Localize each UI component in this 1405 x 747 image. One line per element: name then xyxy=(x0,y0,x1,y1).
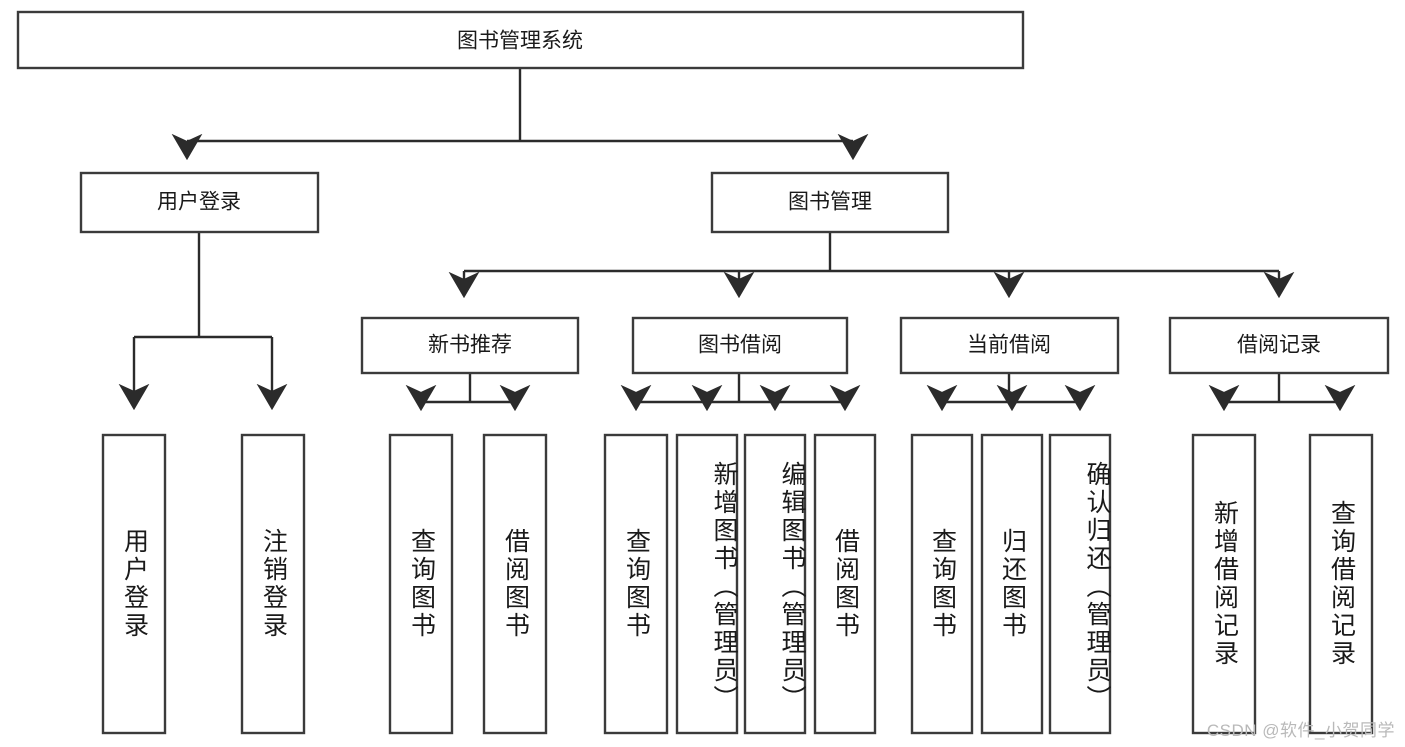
node-root-label: 图书管理系统 xyxy=(457,30,583,53)
connector-record-to-leaves xyxy=(1208,373,1356,412)
node-book-borrow-box[interactable] xyxy=(631,316,849,375)
leaf-boxes-book-borrow xyxy=(603,433,877,735)
node-book-borrow-label: 图书借阅 xyxy=(698,334,782,357)
node-new-book-recommend-label: 新书推荐 xyxy=(428,334,512,357)
leaf-boxes-user-login xyxy=(101,433,306,735)
node-root[interactable]: 图书管理系统 xyxy=(16,10,1025,70)
node-borrow-record-box[interactable] xyxy=(1168,316,1390,375)
node-root-box[interactable] xyxy=(16,10,1025,70)
node-user-login[interactable]: 用户登录 xyxy=(79,171,320,234)
connector-bookmgmt-to-level3 xyxy=(448,232,1295,299)
node-book-management-box[interactable] xyxy=(710,171,950,234)
connector-newbook-to-leaves xyxy=(405,373,531,412)
node-borrow-record[interactable]: 借阅记录 xyxy=(1168,316,1390,375)
leaf-box-logout[interactable] xyxy=(240,433,306,735)
leaf-box-query-book-cb[interactable] xyxy=(910,433,974,735)
leaf-box-borrow-book-nb[interactable] xyxy=(482,433,548,735)
node-new-book-recommend[interactable]: 新书推荐 xyxy=(360,316,580,375)
connector-borrow-to-leaves xyxy=(620,373,861,412)
leaf-boxes-borrow-record xyxy=(1191,433,1374,735)
leaf-box-edit-book-admin[interactable] xyxy=(743,433,807,735)
leaf-box-add-book-admin[interactable] xyxy=(675,433,739,735)
node-book-management-label: 图书管理 xyxy=(788,191,872,214)
connector-userlogin-to-leaves xyxy=(118,232,288,411)
node-new-book-recommend-box[interactable] xyxy=(360,316,580,375)
leaf-box-add-borrow-record[interactable] xyxy=(1191,433,1257,735)
node-current-borrow[interactable]: 当前借阅 xyxy=(899,316,1120,375)
leaf-box-borrow-book-bb[interactable] xyxy=(813,433,877,735)
leaf-box-user-login[interactable] xyxy=(101,433,167,735)
leaf-boxes-current-borrow xyxy=(910,433,1112,735)
leaf-box-confirm-return-admin[interactable] xyxy=(1048,433,1112,735)
leaf-box-query-book-nb[interactable] xyxy=(388,433,454,735)
leaf-box-query-borrow-record[interactable] xyxy=(1308,433,1374,735)
leaf-box-query-book-bb[interactable] xyxy=(603,433,669,735)
node-borrow-record-label: 借阅记录 xyxy=(1237,334,1321,357)
node-book-management[interactable]: 图书管理 xyxy=(710,171,950,234)
node-user-login-label: 用户登录 xyxy=(157,191,241,214)
leaf-box-return-book[interactable] xyxy=(980,433,1044,735)
node-current-borrow-box[interactable] xyxy=(899,316,1120,375)
connector-root-to-level2 xyxy=(171,68,869,161)
node-user-login-box[interactable] xyxy=(79,171,320,234)
watermark: CSDN @软件_小贺同学 xyxy=(1206,721,1395,740)
connector-current-to-leaves xyxy=(926,373,1096,412)
leaf-boxes-new-book-recommend xyxy=(388,433,548,735)
node-book-borrow[interactable]: 图书借阅 xyxy=(631,316,849,375)
node-current-borrow-label: 当前借阅 xyxy=(967,334,1051,357)
